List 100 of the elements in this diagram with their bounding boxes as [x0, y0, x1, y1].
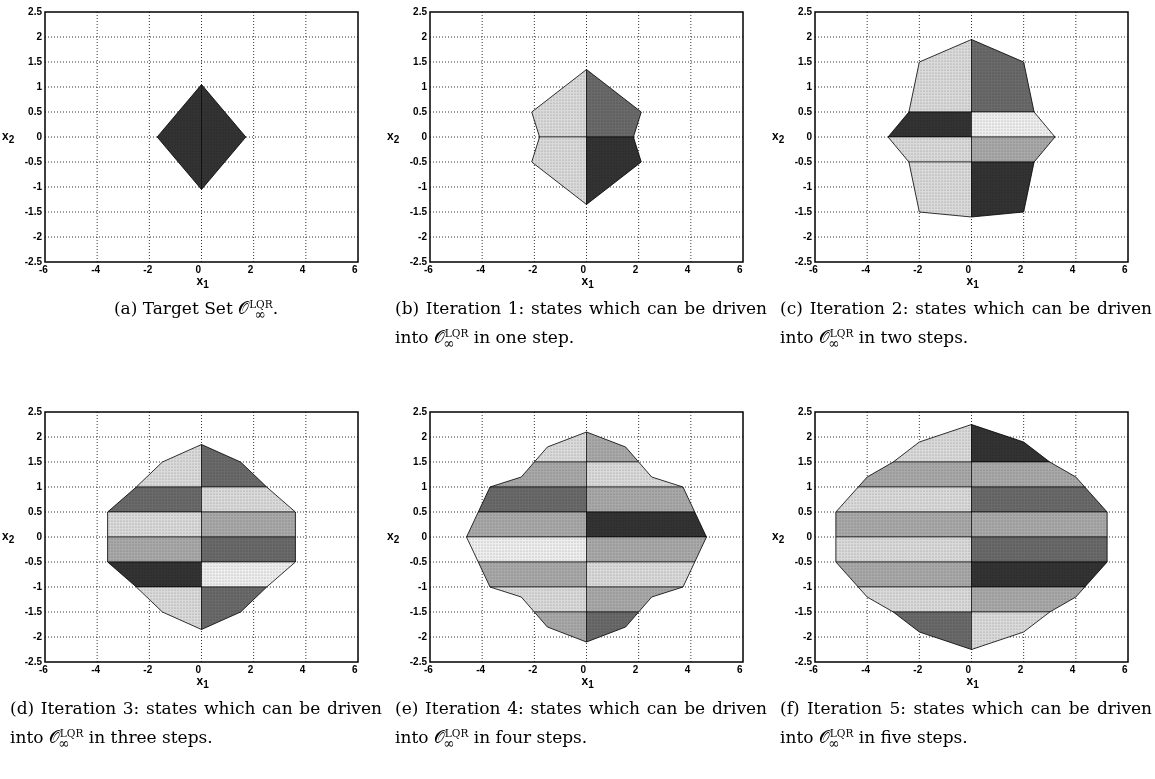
tick-label: 0.5	[28, 106, 42, 117]
tick-label: -6	[39, 264, 48, 275]
tick-label: 0	[421, 131, 427, 142]
tick-label: 0	[195, 264, 202, 275]
tick-label: -1	[33, 581, 42, 592]
axis-label: x$_{1}$	[196, 275, 209, 292]
tick-label: 2	[632, 664, 639, 675]
tick-label: 1.5	[798, 56, 812, 67]
tick-label: 2	[247, 664, 254, 675]
tick-label: 2	[36, 31, 42, 42]
tick-label: -6	[809, 264, 818, 275]
tick-label: 0	[965, 664, 972, 675]
tick-label: 2	[247, 264, 254, 275]
tick-label: 1.5	[798, 456, 812, 467]
axis-label: x$_{1}$	[196, 675, 209, 692]
tick-label: -2	[418, 631, 427, 642]
tick-label: -1.5	[794, 206, 812, 217]
tick-label: 0.5	[798, 506, 812, 517]
tick-label: -1.5	[24, 206, 42, 217]
tick-label: 4	[684, 264, 691, 275]
tick-label: -2	[418, 231, 427, 242]
axis-label: x$_{1}$	[966, 675, 979, 692]
tick-label: 0	[580, 264, 587, 275]
tick-label: -1	[33, 181, 42, 192]
tick-label: 0	[580, 664, 587, 675]
tick-label: -2	[143, 264, 153, 275]
tick-label: 2.5	[413, 406, 427, 417]
tick-label: 1	[36, 81, 42, 92]
tick-label: -4	[476, 264, 486, 275]
tick-label: -2	[913, 664, 923, 675]
tick-label: 4	[1069, 664, 1076, 675]
tick-label: -2	[143, 664, 153, 675]
tick-label: 0.5	[28, 506, 42, 517]
tick-label: -1.5	[409, 206, 427, 217]
tick-label: 2.5	[28, 6, 42, 17]
tick-label: -2	[33, 631, 42, 642]
axis-label: x$_{2}$	[2, 530, 15, 547]
tick-label: 2	[806, 431, 812, 442]
axis-label: x$_{2}$	[2, 130, 15, 147]
tick-label: -2	[913, 264, 923, 275]
tick-label: -1	[803, 181, 812, 192]
tick-label: -1.5	[24, 606, 42, 617]
tick-label: -0.5	[409, 156, 427, 167]
tick-label: 4	[1069, 264, 1076, 275]
tick-label: -1.5	[794, 606, 812, 617]
axis-label: x$_{2}$	[772, 130, 785, 147]
tick-label: -2	[33, 231, 42, 242]
tick-label: 6	[737, 664, 743, 675]
tick-label: -2.5	[409, 656, 427, 667]
tick-label: -2	[528, 264, 538, 275]
tick-label: -1	[803, 581, 812, 592]
tick-label: -0.5	[24, 156, 42, 167]
tick-label: -6	[39, 664, 48, 675]
tick-label: -6	[424, 264, 433, 275]
tick-label: 1	[806, 481, 812, 492]
tick-label: 0	[36, 531, 42, 542]
tick-label: -0.5	[24, 556, 42, 567]
tick-label: -6	[809, 664, 818, 675]
tick-label: 2.5	[798, 406, 812, 417]
tick-label: 4	[684, 664, 691, 675]
tick-label: -4	[91, 664, 101, 675]
tick-label: -0.5	[794, 156, 812, 167]
axis-label: x$_{1}$	[966, 275, 979, 292]
tick-label: 2	[806, 31, 812, 42]
tick-label: 1.5	[413, 56, 427, 67]
tick-label: 1	[806, 81, 812, 92]
axis-label: x$_{1}$	[581, 675, 594, 692]
tick-label: -0.5	[409, 556, 427, 567]
tick-label: 6	[1122, 264, 1128, 275]
tick-label: 1.5	[28, 456, 42, 467]
axis-label: x$_{1}$	[581, 275, 594, 292]
tick-label: 1	[421, 81, 427, 92]
tick-label: -2.5	[24, 656, 42, 667]
tick-label: -2.5	[794, 256, 812, 267]
tick-label: -0.5	[794, 556, 812, 567]
tick-label: -2.5	[794, 656, 812, 667]
tick-label: 2	[421, 31, 427, 42]
tick-label: 2	[421, 431, 427, 442]
tick-label: 0	[421, 531, 427, 542]
tick-label: 2	[36, 431, 42, 442]
tick-label: 2	[1017, 664, 1024, 675]
tick-label: 6	[352, 264, 358, 275]
axis-label: x$_{2}$	[772, 530, 785, 547]
tick-label: -4	[476, 664, 486, 675]
tick-label: 1.5	[413, 456, 427, 467]
tick-label: 6	[352, 664, 358, 675]
tick-label: 0	[806, 531, 812, 542]
tick-label: 2	[1017, 264, 1024, 275]
tick-label: -2.5	[409, 256, 427, 267]
tick-label: 0	[806, 131, 812, 142]
tick-label: 1.5	[28, 56, 42, 67]
tick-label: 6	[1122, 664, 1128, 675]
tick-label: 0.5	[413, 506, 427, 517]
tick-label: 0.5	[413, 106, 427, 117]
tick-label: 6	[737, 264, 743, 275]
tick-label: 1	[421, 481, 427, 492]
tick-label: -4	[861, 664, 871, 675]
axis-label: x$_{2}$	[387, 130, 400, 147]
tick-label: -1	[418, 181, 427, 192]
tick-label: -2	[803, 631, 812, 642]
